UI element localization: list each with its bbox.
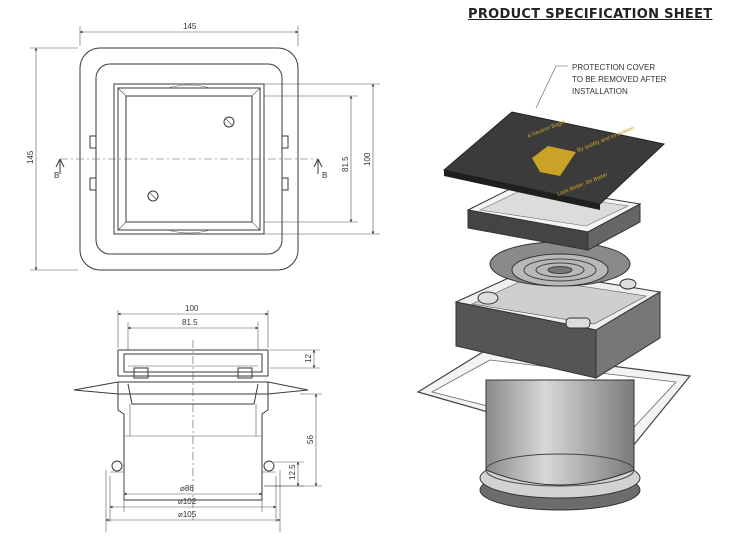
dim-overall-width: 145 xyxy=(183,22,197,31)
section-view: 100 81.5 12 56 12.5 ⌀86 ⌀102 ⌀105 xyxy=(73,304,322,532)
seal-left xyxy=(111,460,123,472)
dim-inner-81: 81.5 xyxy=(341,156,350,172)
screw-bottom xyxy=(147,190,159,202)
callout-line-3: INSTALLATION xyxy=(572,87,628,96)
callout-line-1: PROTECTION COVER xyxy=(572,63,655,72)
tab-right xyxy=(282,135,289,191)
dim-overall-height: 145 xyxy=(26,150,35,164)
section-arrow-left xyxy=(55,158,65,174)
top-view: B B 145 145 81.5 100 xyxy=(26,22,380,271)
dim-inner-width: 81.5 xyxy=(182,318,198,327)
dim-height-top: 12 xyxy=(304,354,313,363)
callout-leader xyxy=(535,65,568,109)
sheet-title: PRODUCT SPECIFICATION SHEET xyxy=(468,7,713,22)
screw-top xyxy=(223,116,235,128)
frame-top xyxy=(117,349,269,377)
dim-dia-102: ⌀102 xyxy=(178,497,197,506)
exploded-view: PROTECTION COVER TO BE REMOVED AFTER INS… xyxy=(416,63,692,511)
dim-dia-105: ⌀105 xyxy=(178,510,197,519)
tab-left xyxy=(89,135,96,191)
seal-right xyxy=(263,460,275,472)
cover-logo xyxy=(532,146,576,176)
pipe-section xyxy=(123,455,263,501)
dim-top-width: 100 xyxy=(185,304,199,313)
callout-line-2: TO BE REMOVED AFTER xyxy=(572,75,667,84)
section-mark-left: B xyxy=(54,171,59,180)
dim-inner-100: 100 xyxy=(363,152,372,166)
clip-right xyxy=(237,367,253,379)
body-walls xyxy=(117,382,269,455)
dim-height-body: 56 xyxy=(306,435,315,444)
drain-pipe xyxy=(485,379,635,486)
clip-left xyxy=(133,367,149,379)
dim-dia-86: ⌀86 xyxy=(180,484,194,493)
flange-section xyxy=(73,381,309,395)
dim-height-bottom: 12.5 xyxy=(288,464,297,480)
section-mark-right: B xyxy=(322,171,327,180)
section-arrow-right xyxy=(313,158,323,174)
